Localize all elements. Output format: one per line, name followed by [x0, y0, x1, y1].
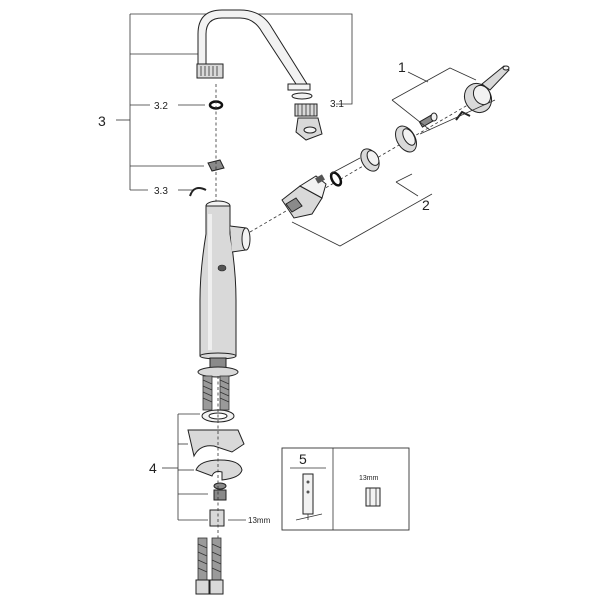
callout-3: 3	[98, 113, 106, 129]
callout-2: 2	[422, 197, 430, 213]
fixing-nut	[213, 489, 227, 501]
group-4-bracket	[162, 413, 246, 521]
spout-clip-3-3	[189, 187, 207, 197]
group-1-bracket	[391, 67, 496, 135]
threaded-ring	[360, 148, 380, 172]
nut-size-label: 13mm	[248, 516, 271, 525]
aerator-3-1	[291, 92, 323, 141]
callout-3-3: 3.3	[154, 186, 168, 197]
supply-hoses-upper	[202, 375, 230, 411]
callout-3-1: 3.1	[330, 99, 344, 110]
group-2-bracket	[291, 157, 433, 247]
lever-handle	[463, 65, 510, 114]
mounting-bracket	[187, 429, 245, 458]
cartridge	[281, 174, 327, 219]
spout	[196, 9, 311, 91]
callout-5: 5	[299, 451, 307, 467]
cover-ring	[395, 125, 417, 153]
callout-1: 1	[398, 59, 406, 75]
group-3-bracket	[116, 13, 353, 191]
socket-wrench-icon	[365, 487, 381, 507]
hex-key	[455, 110, 471, 121]
service-key-tool	[295, 473, 323, 521]
callout-3-2: 3.2	[154, 101, 168, 112]
fixing-washer	[213, 482, 227, 490]
faucet-body	[197, 200, 251, 378]
supply-hoses-lower	[195, 537, 224, 595]
grub-screw	[418, 112, 438, 128]
threaded-rod-nut	[209, 509, 225, 527]
wrench-size-label: 13mm	[359, 475, 379, 482]
horseshoe-washer	[195, 459, 243, 481]
callout-4: 4	[149, 460, 157, 476]
